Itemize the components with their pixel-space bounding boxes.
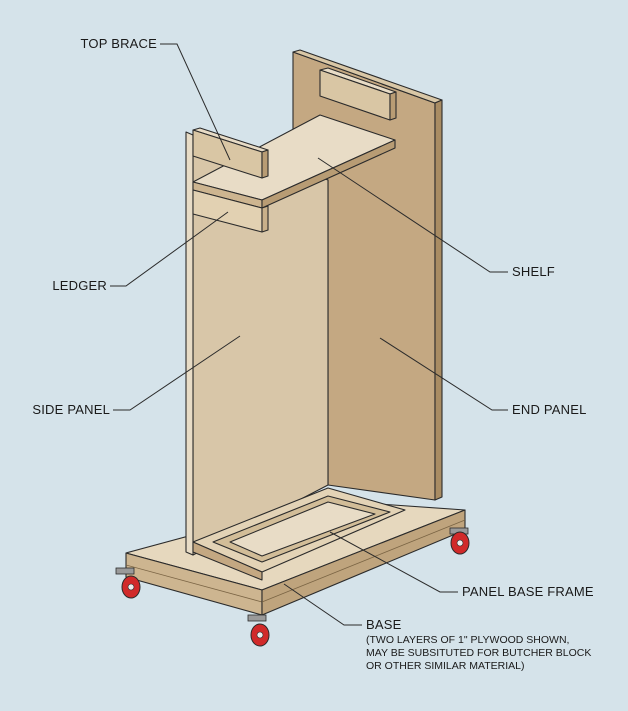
leader-side-panel (113, 335, 241, 411)
label-shelf: SHELF (512, 264, 555, 279)
label-top-brace: TOP BRACE (81, 36, 158, 51)
caster-front-left (115, 567, 141, 599)
label-base: BASE (366, 617, 402, 632)
base-note-line-3: OR OTHER SIMILAR MATERIAL) (366, 660, 525, 672)
ledger (192, 189, 269, 233)
leader-base (283, 583, 362, 626)
caster-front-right (247, 614, 270, 647)
label-side-panel: SIDE PANEL (32, 402, 110, 417)
shelf (192, 114, 396, 209)
label-panel-base-frame: PANEL BASE FRAME (462, 584, 594, 599)
caster-back-right (449, 527, 470, 555)
side-panel (185, 131, 329, 556)
base-note-line-2: MAY BE SUBSITUTED FOR BUTCHER BLOCK (366, 647, 591, 659)
leader-panel-base-frame (329, 531, 458, 593)
panel-base-frame (192, 487, 406, 581)
label-end-panel: END PANEL (512, 402, 587, 417)
label-ledger: LEDGER (52, 278, 107, 293)
leader-top-brace (160, 43, 231, 161)
top-brace-back (319, 67, 397, 121)
leader-end-panel (379, 337, 508, 411)
leader-shelf (317, 157, 508, 273)
base-note-line-1: (TWO LAYERS OF 1" PLYWOOD SHOWN, (366, 634, 569, 646)
leader-ledger (110, 211, 229, 287)
